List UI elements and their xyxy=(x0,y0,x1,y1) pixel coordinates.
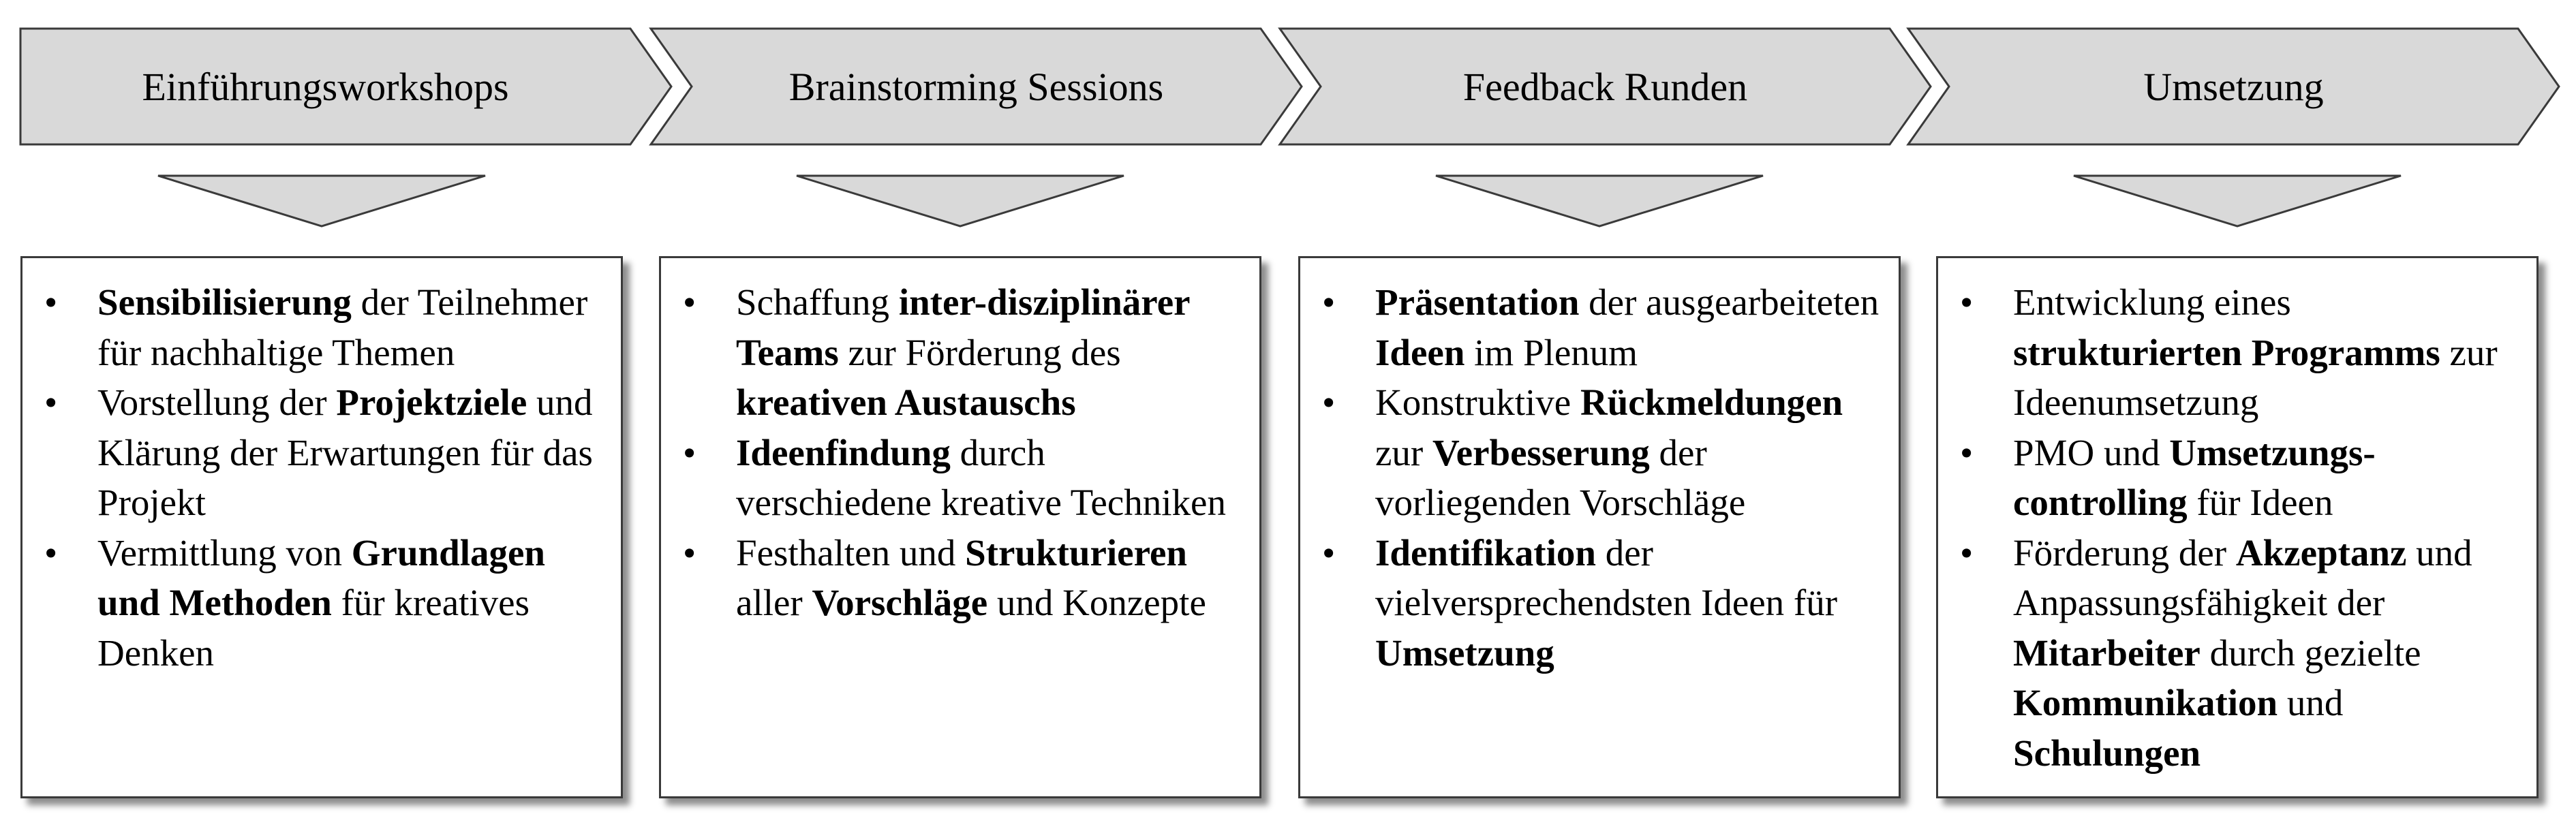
down-arrow-icon xyxy=(1435,174,1764,228)
bullet-item: Sensibilisierung der Teilnehmer für nach… xyxy=(44,277,607,377)
text: Schaffung xyxy=(736,281,899,323)
phase-description-box: Präsentation der ausgearbeiteten Ideen i… xyxy=(1298,256,1901,798)
text: der ausgearbeiteten xyxy=(1579,281,1880,323)
bold-text: Grundlagen und Methoden xyxy=(97,531,546,624)
bullet-item: Förderung der Akzeptanz und Anpassungsfä… xyxy=(1960,528,2523,779)
text: Förderung der xyxy=(2013,531,2236,574)
text: Festhalten und xyxy=(736,531,966,574)
bullet-item: Entwicklung eines strukturierten Program… xyxy=(1960,277,2523,428)
text: aller xyxy=(736,582,812,623)
phase-description-box: Entwicklung eines strukturierten Program… xyxy=(1936,256,2539,798)
text: Vorstellung der xyxy=(97,381,337,423)
bold-text: strukturierten Programms xyxy=(2013,331,2440,373)
bullet-item: Präsentation der ausgearbeiteten Ideen i… xyxy=(1322,277,1885,377)
bold-text: inter-disziplinärer Teams xyxy=(736,281,1190,373)
bold-text: Vorschläge xyxy=(812,582,988,623)
phase-chevron xyxy=(19,27,673,146)
text: für Ideen xyxy=(2187,482,2333,523)
down-arrow-icon xyxy=(157,174,486,228)
bold-text: Kommunikation xyxy=(2013,682,2278,723)
text: zur Förderung des xyxy=(838,331,1121,373)
bullet-item: Vermittlung von Grundlagen und Methoden … xyxy=(44,528,607,678)
bold-text: Ideen xyxy=(1375,331,1465,373)
bold-text: kreativen Austauschs xyxy=(736,381,1076,423)
text: und Klärung der Erwartungen für das Proj… xyxy=(97,381,593,523)
phase-title: Umsetzung xyxy=(2143,64,2324,109)
text: der Teilnehmer für nachhaltige Themen xyxy=(97,281,588,373)
down-arrow-icon xyxy=(796,174,1124,228)
text: im Plenum xyxy=(1465,331,1638,373)
bullet-item: Identifikation der vielversprechendsten … xyxy=(1322,528,1885,678)
text: zur xyxy=(1375,431,1432,473)
bold-text: Projektziele xyxy=(336,381,527,423)
phase-description-box: Sensibilisierung der Teilnehmer für nach… xyxy=(20,256,623,798)
text: Konstruktive xyxy=(1375,381,1580,423)
bullet-item: Konstruktive Rückmeldungen zur Verbesser… xyxy=(1322,377,1885,528)
phase-title: Brainstorming Sessions xyxy=(788,64,1164,109)
bullet-item: PMO und Umsetzungs-controlling für Ideen xyxy=(1960,428,2523,528)
text: und Konzepte xyxy=(987,582,1206,623)
phase-chevron xyxy=(1278,27,1932,146)
bold-text: Akzeptanz xyxy=(2235,531,2407,574)
bold-text: Mitarbeiter xyxy=(2013,631,2201,674)
text: zur Ideenumsetzung xyxy=(2013,331,2498,424)
bold-text: Rückmeldungen xyxy=(1580,381,1843,423)
phase-description-box: Schaffung inter-disziplinärer Teams zur … xyxy=(659,256,1261,798)
text: der vorliegenden Vorschläge xyxy=(1375,431,1746,524)
phase-title: Einführungsworkshops xyxy=(142,64,509,109)
text: Entwicklung eines xyxy=(2013,281,2291,323)
phase-title: Feedback Runden xyxy=(1462,64,1748,109)
text: durch gezielte xyxy=(2200,631,2421,674)
bold-text: Identifikation xyxy=(1375,531,1596,574)
bold-text: Verbesserung xyxy=(1432,431,1650,473)
bullet-item: Festhalten und Strukturieren aller Vorsc… xyxy=(683,528,1246,628)
text: durch verschiedene kreative Techniken xyxy=(736,431,1226,524)
bold-text: Schulungen xyxy=(2013,732,2201,774)
text: der vielversprechendsten Ideen für xyxy=(1375,531,1838,624)
bullet-list: Sensibilisierung der Teilnehmer für nach… xyxy=(22,258,621,678)
phase-chevron xyxy=(649,27,1303,146)
bullet-item: Ideenfindung durch verschiedene kreative… xyxy=(683,428,1246,528)
bullet-item: Vorstellung der Projektziele und Klärung… xyxy=(44,377,607,528)
bold-text: Sensibilisierung xyxy=(97,281,352,323)
text: PMO und xyxy=(2013,431,2170,473)
text: Vermittlung von xyxy=(97,531,352,574)
bold-text: Umsetzung xyxy=(1375,631,1554,674)
text: und xyxy=(2278,682,2344,723)
bold-text: Präsentation xyxy=(1375,281,1580,323)
bold-text: Umsetzungs-controlling xyxy=(2013,431,2376,524)
bullet-item: Schaffung inter-disziplinärer Teams zur … xyxy=(683,277,1246,428)
bullet-list: Schaffung inter-disziplinärer Teams zur … xyxy=(661,258,1259,628)
bullet-list: Präsentation der ausgearbeiteten Ideen i… xyxy=(1300,258,1899,678)
phase-chevron xyxy=(1906,27,2560,146)
bold-text: Strukturieren xyxy=(965,531,1187,574)
bullet-list: Entwicklung eines strukturierten Program… xyxy=(1938,258,2536,778)
bold-text: Ideenfindung xyxy=(736,431,951,473)
text: und Anpassungsfähigkeit der xyxy=(2013,531,2472,624)
text: für kreatives Denken xyxy=(97,582,530,674)
down-arrow-icon xyxy=(2073,174,2402,228)
